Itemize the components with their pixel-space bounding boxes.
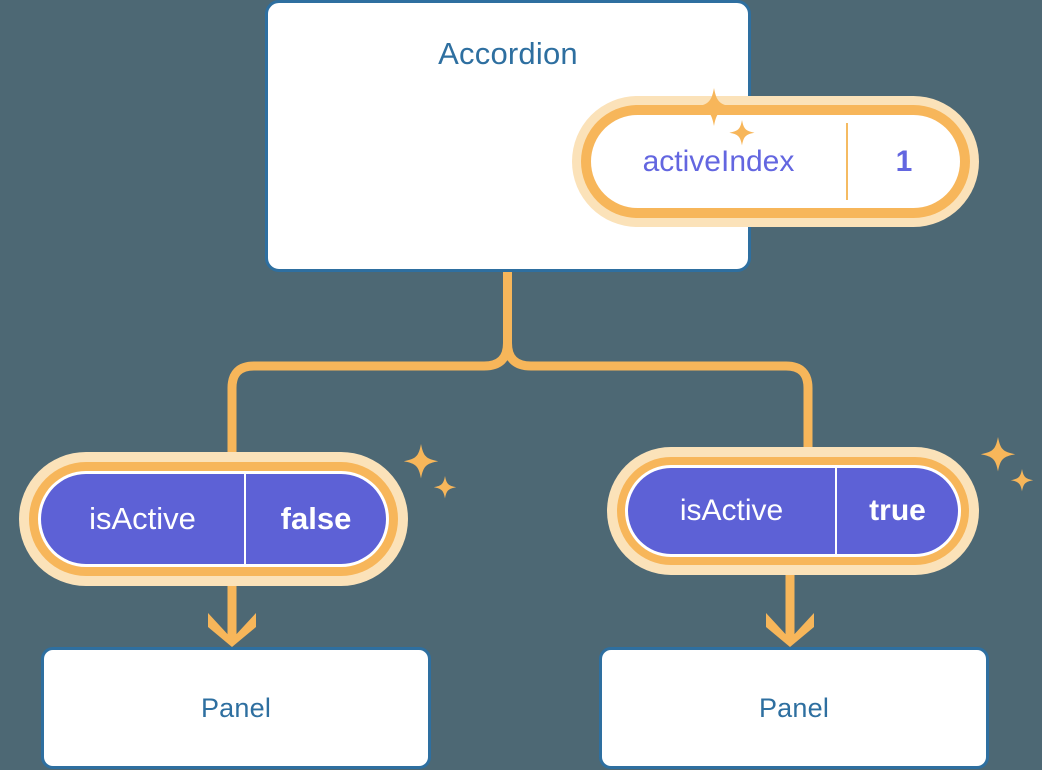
state-pill-is-active-false[interactable]: isActive false <box>19 452 408 586</box>
arrow-down-left <box>208 586 256 647</box>
pill-divider <box>846 123 848 200</box>
component-title-panel: Panel <box>200 692 272 723</box>
component-card-accordion[interactable]: Accordion activeIndex 1 <box>265 0 979 272</box>
pill-divider <box>835 468 837 554</box>
pill-fill: isActive true <box>628 468 958 554</box>
state-pill-active-index[interactable]: activeIndex 1 <box>572 96 979 227</box>
component-card-panel-left[interactable]: Panel <box>41 647 431 769</box>
connector-branch-right <box>503 342 813 452</box>
state-label: isActive <box>679 494 784 527</box>
state-pill-is-active-true[interactable]: isActive true <box>607 447 979 575</box>
arrow-down-right <box>766 575 814 647</box>
state-label: isActive <box>89 501 196 536</box>
state-value: false <box>280 501 352 536</box>
pill-body: activeIndex 1 <box>591 115 960 208</box>
pill-fill: isActive false <box>41 474 386 564</box>
state-value: true <box>869 494 926 527</box>
state-label: activeIndex <box>642 144 795 178</box>
component-card-panel-right[interactable]: Panel <box>599 647 989 769</box>
connector-branch-left <box>227 342 512 455</box>
sparkles-icon <box>403 444 457 499</box>
state-value: 1 <box>895 144 913 178</box>
pill-divider <box>244 474 246 564</box>
component-title-accordion: Accordion <box>438 36 578 71</box>
sparkles-icon <box>980 437 1034 492</box>
component-title-panel: Panel <box>758 692 830 723</box>
